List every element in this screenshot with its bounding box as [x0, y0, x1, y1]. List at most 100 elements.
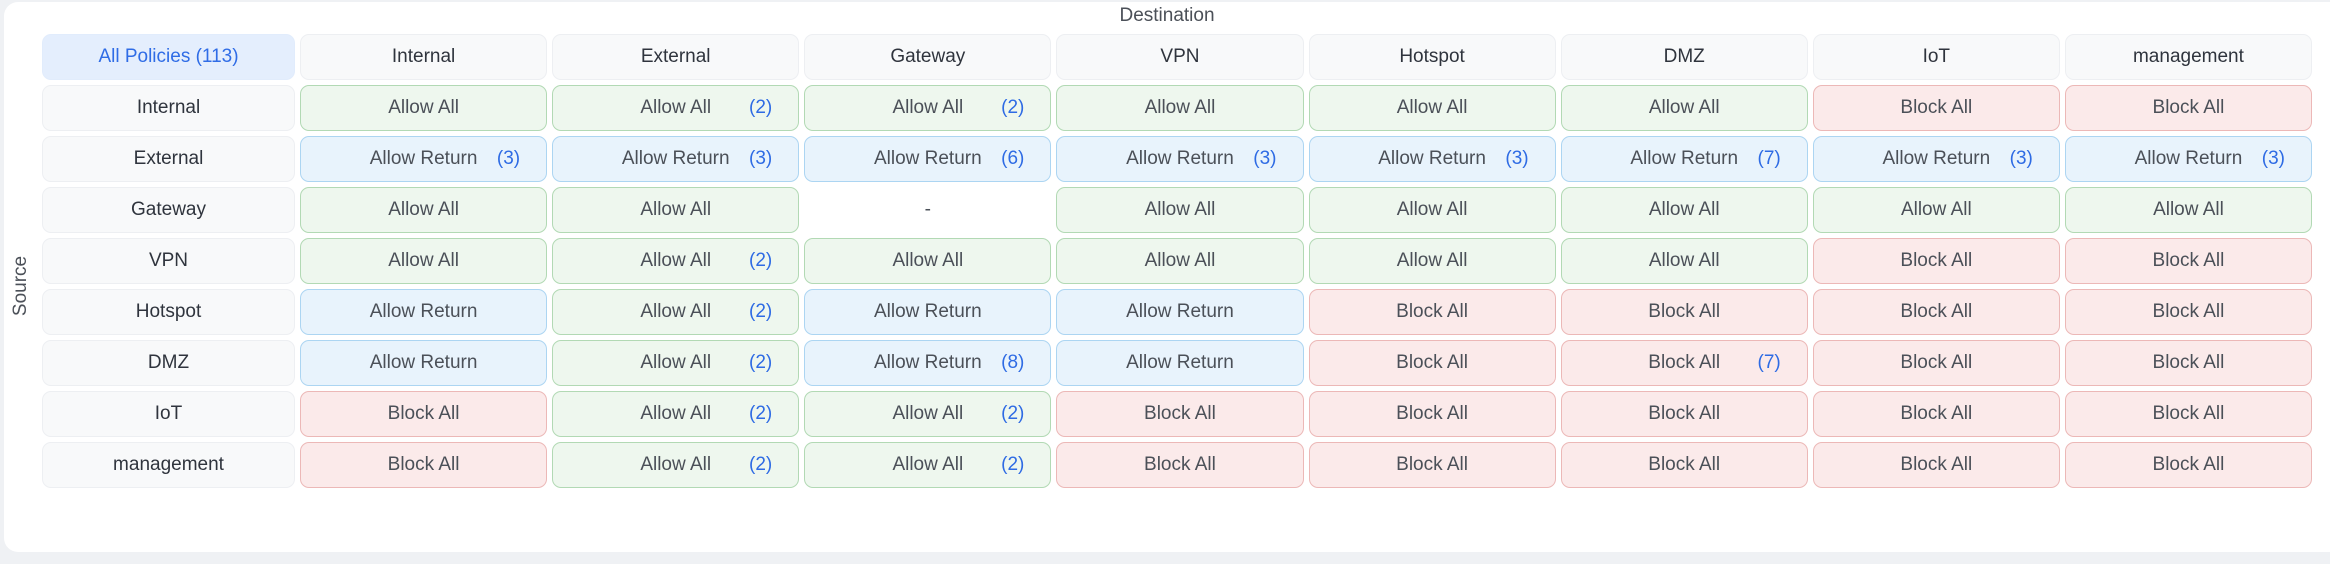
policy-cell-external-gateway[interactable]: Allow Return(6) — [804, 136, 1052, 182]
policy-cell-iot-internal[interactable]: Block All — [300, 391, 548, 437]
policy-cell-vpn-management[interactable]: Block All — [2064, 238, 2312, 284]
column-header-internal[interactable]: Internal — [300, 34, 548, 80]
policy-cell-iot-external[interactable]: Allow All(2) — [552, 391, 800, 437]
policy-action-label: Allow All — [1144, 97, 1216, 118]
policy-action-label: Allow All — [1900, 199, 1972, 220]
policy-count: (2) — [1001, 403, 1025, 424]
policy-cell-gateway-hotspot[interactable]: Allow All — [1308, 187, 1556, 233]
policy-cell-dmz-hotspot[interactable]: Block All — [1308, 340, 1556, 386]
policy-cell-management-management[interactable]: Block All — [2064, 442, 2312, 488]
policy-cell-vpn-iot[interactable]: Block All — [1812, 238, 2060, 284]
policy-cell-hotspot-dmz[interactable]: Block All — [1560, 289, 1808, 335]
policy-cell-dmz-management[interactable]: Block All — [2064, 340, 2312, 386]
policy-cell-dmz-dmz[interactable]: Block All(7) — [1560, 340, 1808, 386]
policy-cell-dmz-gateway[interactable]: Allow Return(8) — [804, 340, 1052, 386]
row-header-internal[interactable]: Internal — [42, 85, 295, 131]
policy-cell-internal-external[interactable]: Allow All(2) — [552, 85, 800, 131]
row-header-dmz[interactable]: DMZ — [42, 340, 295, 386]
policy-action-label: Block All — [387, 454, 460, 475]
policy-action-label: Block All — [1396, 454, 1468, 475]
all-policies-button[interactable]: All Policies (113) — [42, 34, 295, 80]
policy-cell-hotspot-hotspot[interactable]: Block All — [1308, 289, 1556, 335]
policy-cell-iot-dmz[interactable]: Block All — [1560, 391, 1808, 437]
policy-cell-external-management[interactable]: Allow Return(3) — [2064, 136, 2312, 182]
policy-action-label: Block All — [2152, 250, 2225, 271]
column-header-dmz[interactable]: DMZ — [1560, 34, 1808, 80]
policy-cell-vpn-external[interactable]: Allow All(2) — [552, 238, 800, 284]
policy-cell-iot-iot[interactable]: Block All — [1812, 391, 2060, 437]
policy-cell-vpn-gateway[interactable]: Allow All — [804, 238, 1052, 284]
policy-action-label: Allow All — [1396, 250, 1468, 271]
policy-cell-gateway-external[interactable]: Allow All — [552, 187, 800, 233]
policy-cell-dmz-internal[interactable]: Allow Return — [300, 340, 548, 386]
policy-cell-external-hotspot[interactable]: Allow Return(3) — [1308, 136, 1556, 182]
policy-cell-management-dmz[interactable]: Block All — [1560, 442, 1808, 488]
policy-cell-management-iot[interactable]: Block All — [1812, 442, 2060, 488]
row-header-vpn[interactable]: VPN — [42, 238, 295, 284]
policy-cell-hotspot-vpn[interactable]: Allow Return — [1056, 289, 1304, 335]
policy-action-label: Allow All — [2153, 199, 2224, 220]
policy-cell-iot-hotspot[interactable]: Block All — [1308, 391, 1556, 437]
policy-cell-gateway-internal[interactable]: Allow All — [300, 187, 548, 233]
policy-cell-gateway-management[interactable]: Allow All — [2064, 187, 2312, 233]
row-header-management[interactable]: management — [42, 442, 295, 488]
row-header-hotspot[interactable]: Hotspot — [42, 289, 295, 335]
policy-cell-internal-vpn[interactable]: Allow All — [1056, 85, 1304, 131]
policy-action-label: Allow Return — [873, 148, 982, 169]
policy-cell-vpn-hotspot[interactable]: Allow All — [1308, 238, 1556, 284]
policy-action-label: Allow Return — [369, 148, 478, 169]
policy-cell-management-internal[interactable]: Block All — [300, 442, 548, 488]
policy-cell-external-iot[interactable]: Allow Return(3) — [1812, 136, 2060, 182]
policy-cell-external-vpn[interactable]: Allow Return(3) — [1056, 136, 1304, 182]
policy-cell-hotspot-gateway[interactable]: Allow Return — [804, 289, 1052, 335]
column-header-management[interactable]: management — [2064, 34, 2312, 80]
policy-cell-internal-management[interactable]: Block All — [2064, 85, 2312, 131]
policy-action-label: Allow Return — [1126, 301, 1234, 322]
policy-action-label: Allow All — [640, 97, 712, 118]
row-header-iot[interactable]: IoT — [42, 391, 295, 437]
policy-cell-dmz-iot[interactable]: Block All — [1812, 340, 2060, 386]
policy-cell-vpn-internal[interactable]: Allow All — [300, 238, 548, 284]
column-header-gateway[interactable]: Gateway — [804, 34, 1052, 80]
column-header-external[interactable]: External — [552, 34, 800, 80]
policy-cell-hotspot-external[interactable]: Allow All(2) — [552, 289, 800, 335]
policy-action-label: Allow All — [892, 403, 964, 424]
policy-cell-management-hotspot[interactable]: Block All — [1308, 442, 1556, 488]
row-header-gateway[interactable]: Gateway — [42, 187, 295, 233]
policy-cell-vpn-vpn[interactable]: Allow All — [1056, 238, 1304, 284]
policy-cell-hotspot-management[interactable]: Block All — [2064, 289, 2312, 335]
policy-cell-external-external[interactable]: Allow Return(3) — [552, 136, 800, 182]
policy-action-label: Block All — [2152, 301, 2225, 322]
policy-action-label: Block All — [1144, 454, 1216, 475]
policy-cell-iot-gateway[interactable]: Allow All (2) — [804, 391, 1052, 437]
policy-cell-internal-gateway[interactable]: Allow All(2) — [804, 85, 1052, 131]
policy-cell-gateway-iot[interactable]: Allow All — [1812, 187, 2060, 233]
policy-cell-management-external[interactable]: Allow All(2) — [552, 442, 800, 488]
policy-cell-hotspot-internal[interactable]: Allow Return — [300, 289, 548, 335]
policy-cell-management-gateway[interactable]: Allow All(2) — [804, 442, 1052, 488]
policy-cell-external-dmz[interactable]: Allow Return(7) — [1560, 136, 1808, 182]
policy-count: (2) — [749, 403, 773, 424]
policy-action-label: Allow All — [1648, 199, 1720, 220]
policy-cell-dmz-external[interactable]: Allow All(2) — [552, 340, 800, 386]
policy-cell-hotspot-iot[interactable]: Block All — [1812, 289, 2060, 335]
policy-cell-dmz-vpn[interactable]: Allow Return — [1056, 340, 1304, 386]
policy-cell-internal-dmz[interactable]: Allow All — [1560, 85, 1808, 131]
policy-cell-gateway-dmz[interactable]: Allow All — [1560, 187, 1808, 233]
policy-cell-internal-hotspot[interactable]: Allow All — [1308, 85, 1556, 131]
column-header-iot[interactable]: IoT — [1812, 34, 2060, 80]
column-header-hotspot[interactable]: Hotspot — [1308, 34, 1556, 80]
policy-cell-internal-iot[interactable]: Block All — [1812, 85, 2060, 131]
policy-cell-gateway-vpn[interactable]: Allow All — [1056, 187, 1304, 233]
policy-cell-vpn-dmz[interactable]: Allow All — [1560, 238, 1808, 284]
policy-cell-internal-internal[interactable]: Allow All — [300, 85, 548, 131]
policy-cell-external-internal[interactable]: Allow Return(3) — [300, 136, 548, 182]
row-header-external[interactable]: External — [42, 136, 295, 182]
policy-action-label: Allow All — [1144, 199, 1216, 220]
policy-cell-iot-vpn[interactable]: Block All — [1056, 391, 1304, 437]
column-header-vpn[interactable]: VPN — [1056, 34, 1304, 80]
policy-count: (3) — [1505, 148, 1529, 169]
policy-cell-iot-management[interactable]: Block All — [2064, 391, 2312, 437]
policy-cell-management-vpn[interactable]: Block All — [1056, 442, 1304, 488]
